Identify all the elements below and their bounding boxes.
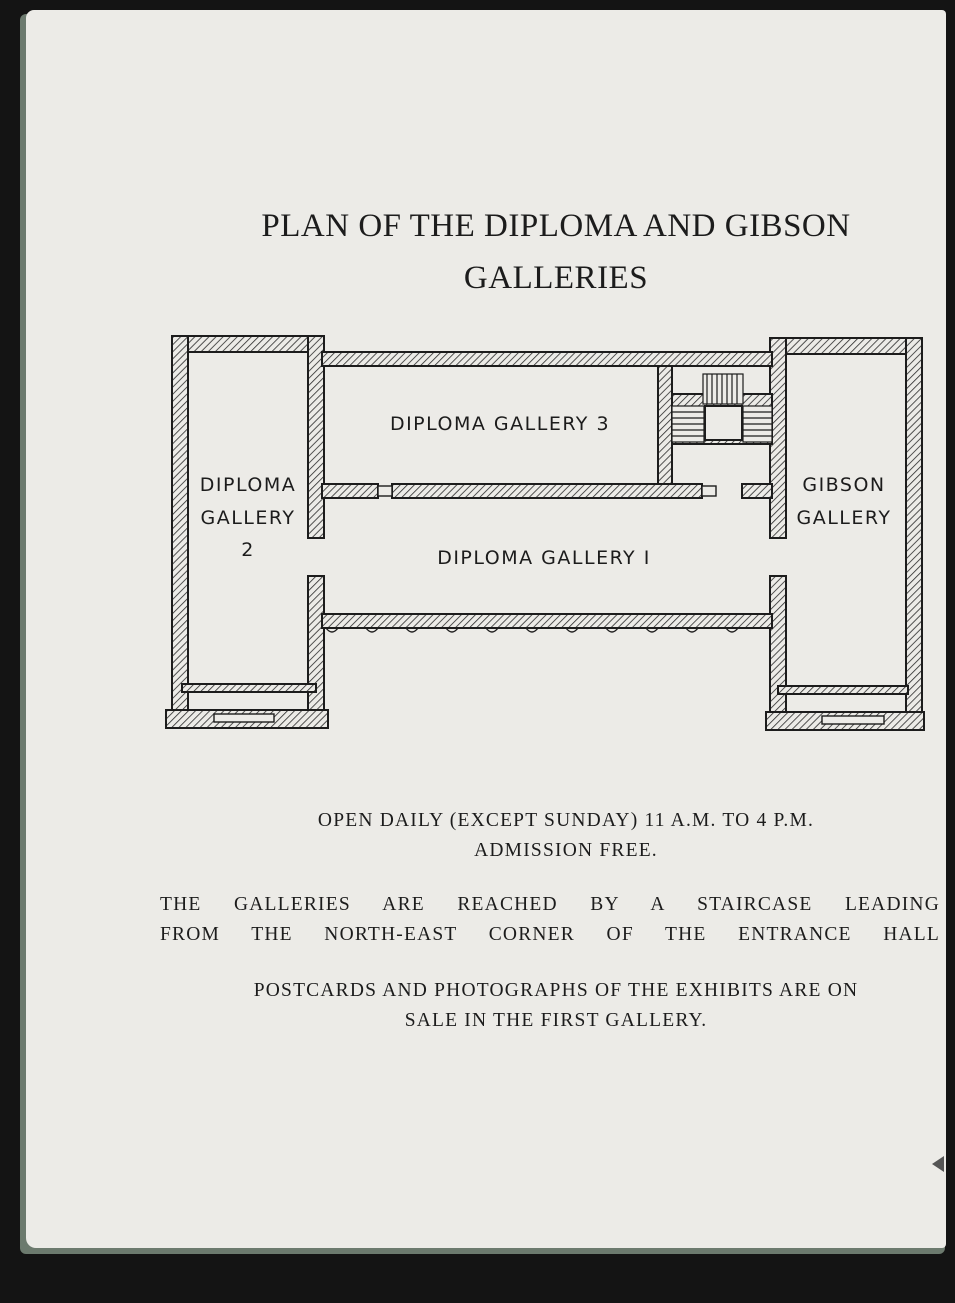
wall-gallery3-east	[657, 365, 673, 485]
label-gibson-gallery-line1: GIBSON	[802, 474, 885, 496]
staircase-steps	[671, 373, 773, 443]
wall-gallery1-south	[321, 613, 773, 629]
postcards-notice-line-2: SALE IN THE FIRST GALLERY.	[404, 1010, 708, 1031]
plan-walls	[165, 335, 925, 731]
label-diploma-gallery-3: DIPLOMA GALLERY 3	[390, 413, 610, 435]
label-diploma-gallery-2-line2: GALLERY	[201, 507, 296, 529]
title-line-2: GALLERIES	[463, 260, 649, 296]
wall-gallery1-north-right	[391, 483, 703, 499]
access-directions-line-2: FROM THE NORTH-EAST CORNER OF THE ENTRAN…	[160, 924, 940, 945]
wall-left-inner-upper	[307, 335, 325, 539]
catalogue-page: PLAN OF THE DIPLOMA AND GIBSON GALLERIES	[26, 10, 946, 1248]
wall-gibson-stub	[741, 483, 773, 499]
wall-right-top	[769, 337, 923, 355]
access-directions: THE GALLERIES ARE REACHED BY A STAIRCASE…	[160, 890, 940, 950]
label-diploma-gallery-2-line3: 2	[241, 539, 255, 561]
page-corner-mark	[932, 1156, 944, 1172]
opening-hours-line-1: OPEN DAILY (EXCEPT SUNDAY) 11 A.M. TO 4 …	[317, 810, 815, 831]
wall-right-bottom-rail	[777, 685, 909, 695]
postcards-notice: POSTCARDS AND PHOTOGRAPHS OF THE EXHIBIT…	[186, 976, 926, 1036]
postcards-notice-line-1: POSTCARDS AND PHOTOGRAPHS OF THE EXHIBIT…	[253, 980, 859, 1001]
gallery-floor-plan: DIPLOMA GALLERY 3 DIPLOMA GALLERY 2 DIPL…	[165, 335, 925, 731]
access-directions-line-1: THE GALLERIES ARE REACHED BY A STAIRCASE…	[160, 894, 940, 915]
label-diploma-gallery-2-line1: DIPLOMA	[200, 474, 296, 496]
window-marks	[213, 485, 885, 725]
wall-left-top	[171, 335, 323, 353]
wall-left-inner-lower	[307, 575, 325, 729]
opening-hours: OPEN DAILY (EXCEPT SUNDAY) 11 A.M. TO 4 …	[226, 806, 906, 866]
wall-left-outer	[171, 335, 189, 729]
title-line-1: PLAN OF THE DIPLOMA AND GIBSON	[261, 208, 851, 244]
wall-gallery1-north-left	[321, 483, 379, 499]
label-diploma-gallery-1: DIPLOMA GALLERY I	[437, 547, 651, 569]
wall-right-outer	[905, 337, 923, 731]
opening-hours-line-2: ADMISSION FREE.	[474, 840, 658, 861]
wall-left-bottom-rail	[181, 683, 317, 693]
page-title: PLAN OF THE DIPLOMA AND GIBSON GALLERIES	[176, 200, 936, 304]
wall-right-inner-lower	[769, 575, 787, 731]
label-gibson-gallery-line2: GALLERY	[797, 507, 892, 529]
wall-centre-top	[321, 351, 773, 367]
